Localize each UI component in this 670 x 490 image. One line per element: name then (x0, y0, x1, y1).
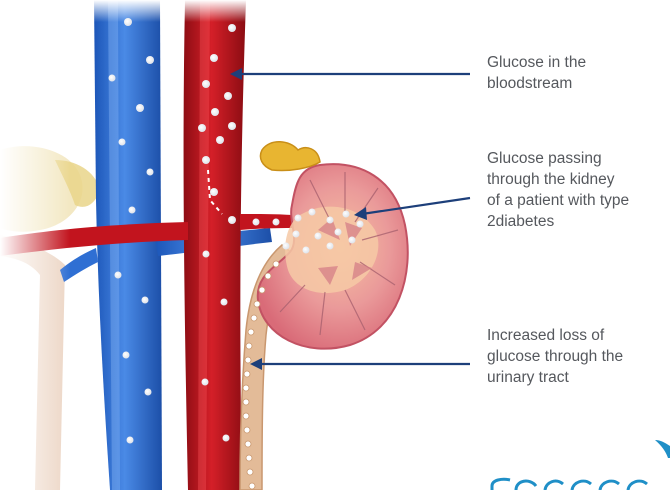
callout-kidney-line-4: 2diabetes (487, 211, 667, 232)
callout-line-urinary (250, 358, 470, 370)
callout-urinary-line-1: Increased loss of (487, 325, 623, 346)
callout-kidney: Glucose passing through the kidney of a … (487, 148, 667, 232)
brand-logo-partial-icon (492, 440, 670, 490)
callout-bloodstream-line-1: Glucose in the (487, 52, 586, 73)
callout-bloodstream: Glucose in the bloodstream (487, 52, 586, 94)
callout-line-bloodstream (230, 68, 470, 80)
callout-bloodstream-line-2: bloodstream (487, 73, 586, 94)
left-fade (0, 0, 70, 490)
callout-kidney-line-3: of a patient with type (487, 190, 667, 211)
callout-urinary-line-3: urinary tract (487, 367, 623, 388)
callout-urinary: Increased loss of glucose through the ur… (487, 325, 623, 388)
callout-urinary-line-2: glucose through the (487, 346, 623, 367)
top-fade (0, 0, 670, 22)
callout-kidney-line-2: through the kidney (487, 169, 667, 190)
callout-kidney-line-1: Glucose passing (487, 148, 667, 169)
